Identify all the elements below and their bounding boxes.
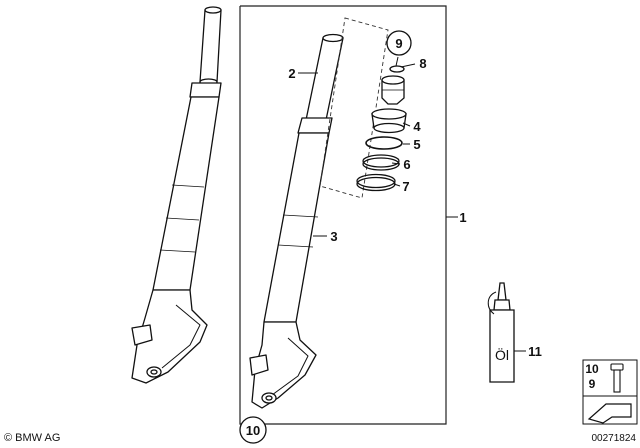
left-fork-illustration [131, 6, 222, 384]
callout-2: 2 [288, 66, 295, 81]
top-plug [381, 75, 405, 105]
callout-10: 10 [246, 423, 260, 438]
callout-5: 5 [413, 137, 420, 152]
callout-9: 9 [395, 36, 402, 51]
part-number-text: 00271824 [592, 433, 637, 444]
callout-11: 11 [528, 344, 542, 359]
callout-6: 6 [403, 157, 410, 172]
middle-fork-illustration [249, 33, 344, 409]
copyright-text: © BMW AG [4, 432, 60, 444]
oring-small [389, 65, 405, 73]
washer [362, 154, 400, 171]
callout-3: 3 [330, 229, 337, 244]
oil-bottle [487, 282, 515, 383]
exploded-parts-box [319, 17, 389, 199]
cap-nut [371, 108, 407, 134]
leader-lines [298, 56, 526, 352]
legend-box: 10 9 [582, 359, 638, 425]
callout-7: 7 [402, 179, 409, 194]
legend-num-9: 9 [589, 377, 596, 391]
callout-10-circle [239, 416, 267, 444]
oil-label: Öl [495, 346, 509, 363]
callout-8: 8 [419, 56, 426, 71]
callout-1: 1 [459, 210, 466, 225]
callout-9-circle [386, 30, 412, 56]
callout-4: 4 [413, 119, 421, 134]
seal-ring [365, 136, 403, 150]
assembly-frame [239, 5, 447, 425]
arrow-icon [587, 403, 632, 424]
retaining-ring [356, 173, 396, 192]
bolt-icon [610, 363, 624, 393]
legend-num-10: 10 [585, 362, 599, 376]
